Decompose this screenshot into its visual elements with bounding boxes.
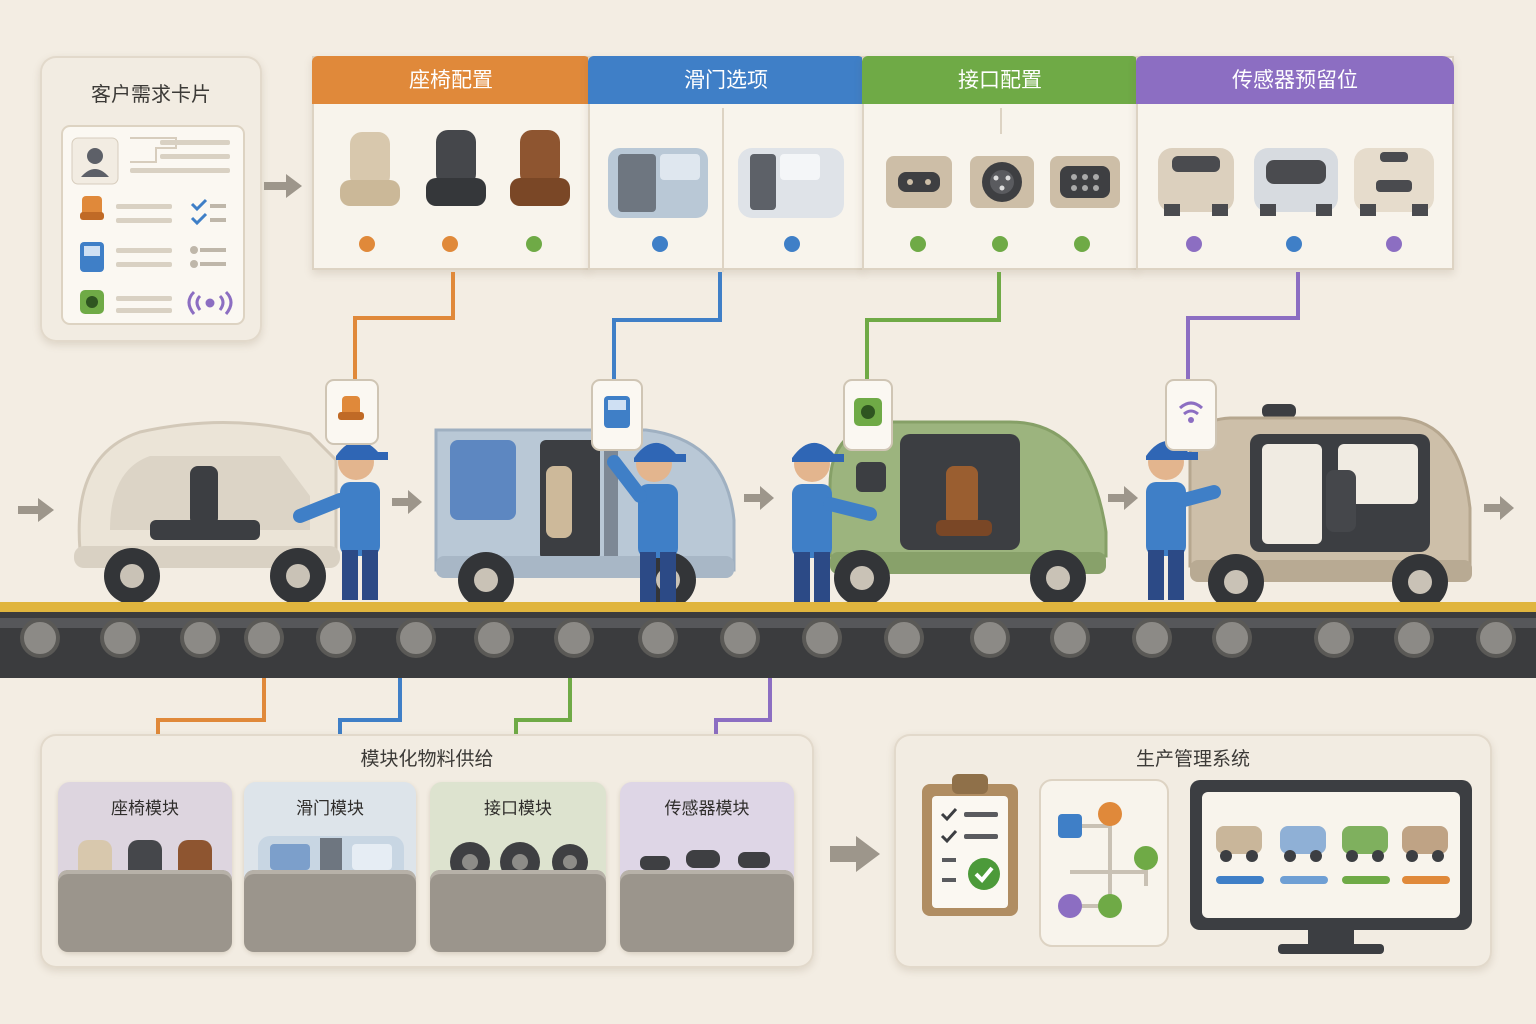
option-dot <box>442 236 458 252</box>
option-dot <box>784 236 800 252</box>
vehicle-stage-2 <box>434 428 736 608</box>
multi-pin-port-icon[interactable] <box>1050 156 1120 208</box>
flow-arrow-icon <box>264 174 302 198</box>
checklist-clipboard-icon[interactable] <box>918 770 1022 920</box>
rear-sensor-icon[interactable] <box>1158 148 1234 216</box>
port-options <box>886 156 1120 208</box>
flow-arrow-icon <box>1484 496 1514 520</box>
option-dot <box>1074 236 1090 252</box>
option-dot <box>910 236 926 252</box>
worker-4 <box>1146 440 1221 600</box>
seat-module-tray <box>58 870 232 952</box>
flow-arrow-icon <box>392 490 422 514</box>
port-config-panel: 接口配置 <box>862 56 1138 270</box>
port-station-tag <box>843 379 893 451</box>
seat-config-panel: 座椅配置 <box>312 56 590 270</box>
blue-vehicle-status <box>1280 826 1328 884</box>
door-station-tag <box>591 379 643 451</box>
usb-port-icon[interactable] <box>886 156 952 208</box>
sensor-module-items <box>640 850 770 870</box>
production-management-title: 生产管理系统 <box>1135 748 1250 770</box>
worker-1 <box>293 440 388 600</box>
green-vehicle-status <box>1342 826 1390 884</box>
seat-station-tag <box>325 379 379 445</box>
option-dot <box>1186 236 1202 252</box>
brown-seat-icon[interactable] <box>510 130 570 206</box>
vehicle-monitor-screen[interactable] <box>1188 778 1474 958</box>
beige-seat-icon[interactable] <box>340 132 400 206</box>
wireless-icon <box>187 290 233 315</box>
customer-requirement-card: 客户需求卡片 <box>40 56 262 342</box>
vehicle-stage-1 <box>74 421 340 604</box>
material-supply-title: 模块化物料供给 <box>360 748 494 770</box>
sensor-station-tag <box>1165 379 1217 451</box>
vehicle-stage-4 <box>1188 404 1472 610</box>
beige-vehicle-status <box>1216 826 1264 884</box>
sliding-door-title: 滑门选项 <box>588 56 864 104</box>
door-module-card[interactable]: 滑门模块 <box>244 782 416 952</box>
assembly-line <box>0 379 1536 678</box>
seat-module-card[interactable]: 座椅模块 <box>58 782 232 952</box>
sensor-module-label: 传感器模块 <box>664 799 750 819</box>
flow-arrow-icon <box>18 498 54 522</box>
port-config-title: 接口配置 <box>862 56 1138 104</box>
option-dot <box>992 236 1008 252</box>
door-icon <box>80 242 104 272</box>
tan-vehicle-status <box>1402 826 1450 884</box>
option-dot <box>359 236 375 252</box>
sensor-module-tray <box>620 870 794 952</box>
option-dot <box>652 236 668 252</box>
seat-icon <box>80 196 104 220</box>
seat-config-title: 座椅配置 <box>312 56 590 104</box>
option-dot <box>526 236 542 252</box>
roof-sensor-icon[interactable] <box>1354 148 1434 216</box>
sensor-slot-title: 传感器预留位 <box>1136 56 1454 104</box>
flow-arrow-icon <box>744 486 774 510</box>
door-module-label: 滑门模块 <box>296 799 364 819</box>
sensor-slot-panel: 传感器预留位 <box>1136 56 1454 270</box>
conveyor-rollers <box>20 618 1516 658</box>
process-flow-diagram-icon[interactable] <box>1038 778 1170 948</box>
black-seat-icon[interactable] <box>426 130 486 206</box>
sensor-options <box>1158 148 1434 216</box>
port-icon <box>80 290 104 314</box>
sensor-module-card[interactable]: 传感器模块 <box>620 782 794 952</box>
van-door-half-icon[interactable] <box>738 148 844 218</box>
port-module-card[interactable]: 接口模块 <box>430 782 606 952</box>
door-module-tray <box>244 870 416 952</box>
round-socket-icon[interactable] <box>970 156 1034 208</box>
worker-3 <box>792 442 877 602</box>
requirement-sheet <box>61 125 245 325</box>
port-module-tray <box>430 870 606 952</box>
vehicle-stage-3 <box>828 420 1108 606</box>
seat-module-label: 座椅模块 <box>111 799 179 819</box>
customer-card-title: 客户需求卡片 <box>91 82 211 106</box>
door-options <box>608 148 844 218</box>
port-module-label: 接口模块 <box>484 799 552 819</box>
van-door-open-icon[interactable] <box>608 148 708 218</box>
option-dot <box>1286 236 1302 252</box>
worker-2 <box>607 442 686 602</box>
flow-arrow-icon <box>830 836 880 872</box>
front-sensor-icon[interactable] <box>1254 148 1338 216</box>
seat-options <box>340 130 570 206</box>
option-dot <box>1386 236 1402 252</box>
flow-arrow-icon <box>1108 486 1138 510</box>
